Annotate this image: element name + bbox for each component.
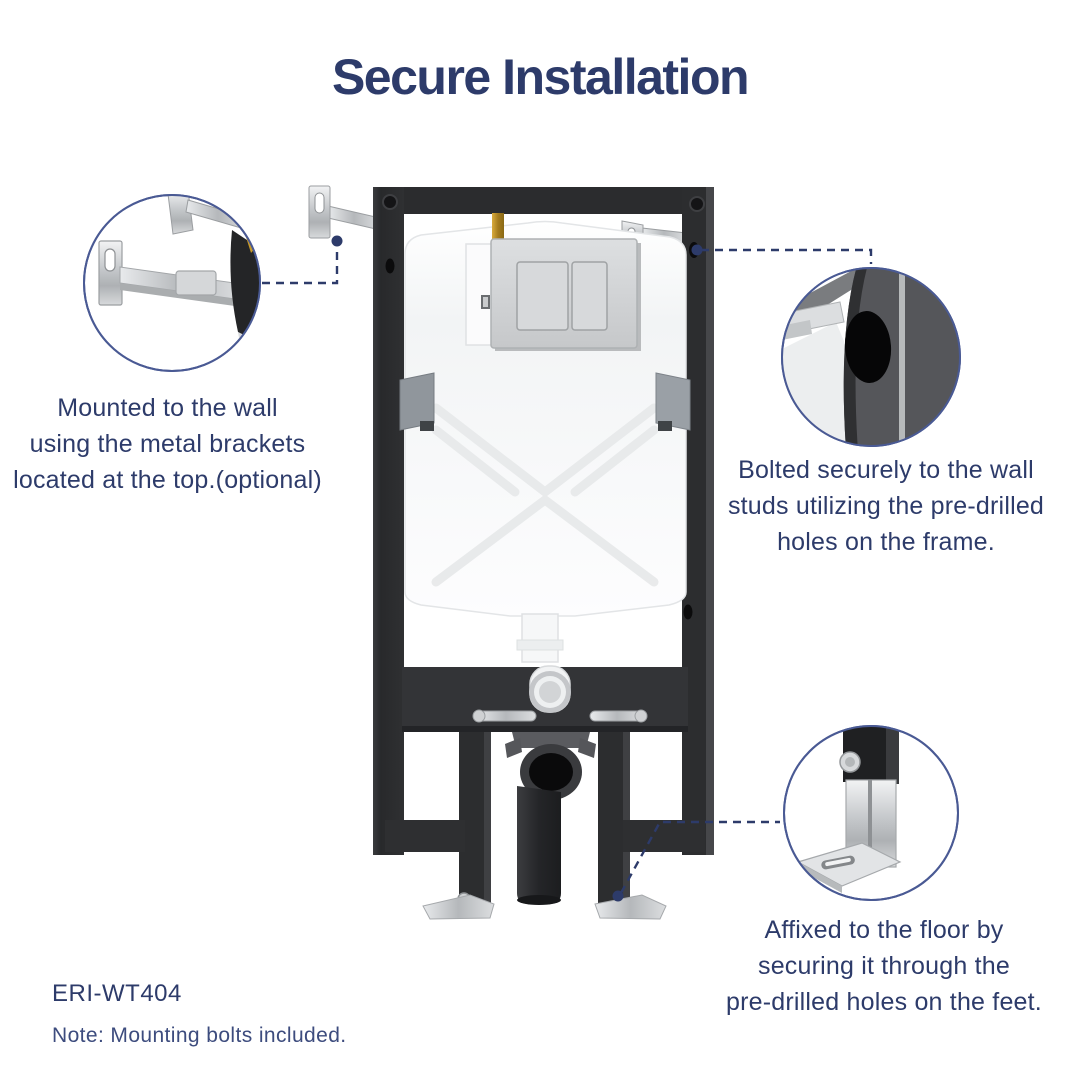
callout-text-frame-holes: Bolted securely to the wall studs utiliz…	[700, 452, 1072, 560]
frame-hole-right-mid	[683, 604, 693, 620]
callout-line: pre-drilled holes on the feet.	[726, 988, 1042, 1016]
tank-side-clips	[399, 372, 691, 431]
callout-connectors	[262, 246, 873, 894]
page-title: Secure Installation	[331, 49, 750, 105]
callout-line: Affixed to the floor by	[764, 916, 1004, 944]
zoom-circle-foot	[783, 725, 959, 901]
carrier-frame	[308, 185, 714, 920]
connector-brackets	[262, 246, 339, 285]
callout-line: Mounted to the wall	[57, 394, 278, 422]
callout-line: securing it through the	[758, 952, 1010, 980]
brass-fitting-icon	[492, 213, 504, 240]
callout-line: Bolted securely to the wall	[738, 456, 1034, 484]
mounting-rods	[472, 709, 648, 723]
mounting-note: Note: Mounting bolts included.	[52, 1024, 347, 1047]
model-number: ERI-WT404	[52, 980, 182, 1007]
connector-foot	[619, 820, 780, 894]
callout-line: using the metal brackets	[29, 430, 306, 458]
connector-frame-hole	[701, 248, 873, 264]
drain-pipe	[505, 732, 596, 905]
callout-line: holes on the frame.	[777, 528, 995, 556]
dual-flush-plate	[490, 238, 641, 351]
flush-button-large	[516, 261, 569, 331]
frame-top-bar	[373, 187, 712, 214]
top-left-bracket-icon	[308, 185, 381, 239]
flush-pipe	[521, 613, 559, 663]
callout-text-feet: Affixed to the floor by securing it thro…	[693, 912, 1075, 1020]
callout-text-brackets: Mounted to the wall using the metal brac…	[5, 390, 330, 498]
callout-line: studs utilizing the pre-drilled	[727, 492, 1045, 520]
frame-hole-left	[385, 258, 395, 274]
water-inlet-fitting	[529, 665, 571, 713]
zoom-circle-brackets	[83, 194, 261, 372]
connector-dots	[331, 235, 703, 902]
frame-left-rail	[373, 187, 404, 855]
frame-feet	[422, 894, 667, 920]
callout-line: located at the top.(optional)	[13, 466, 322, 494]
flush-button-small	[571, 261, 608, 331]
zoom-circle-frame-hole	[781, 267, 961, 447]
